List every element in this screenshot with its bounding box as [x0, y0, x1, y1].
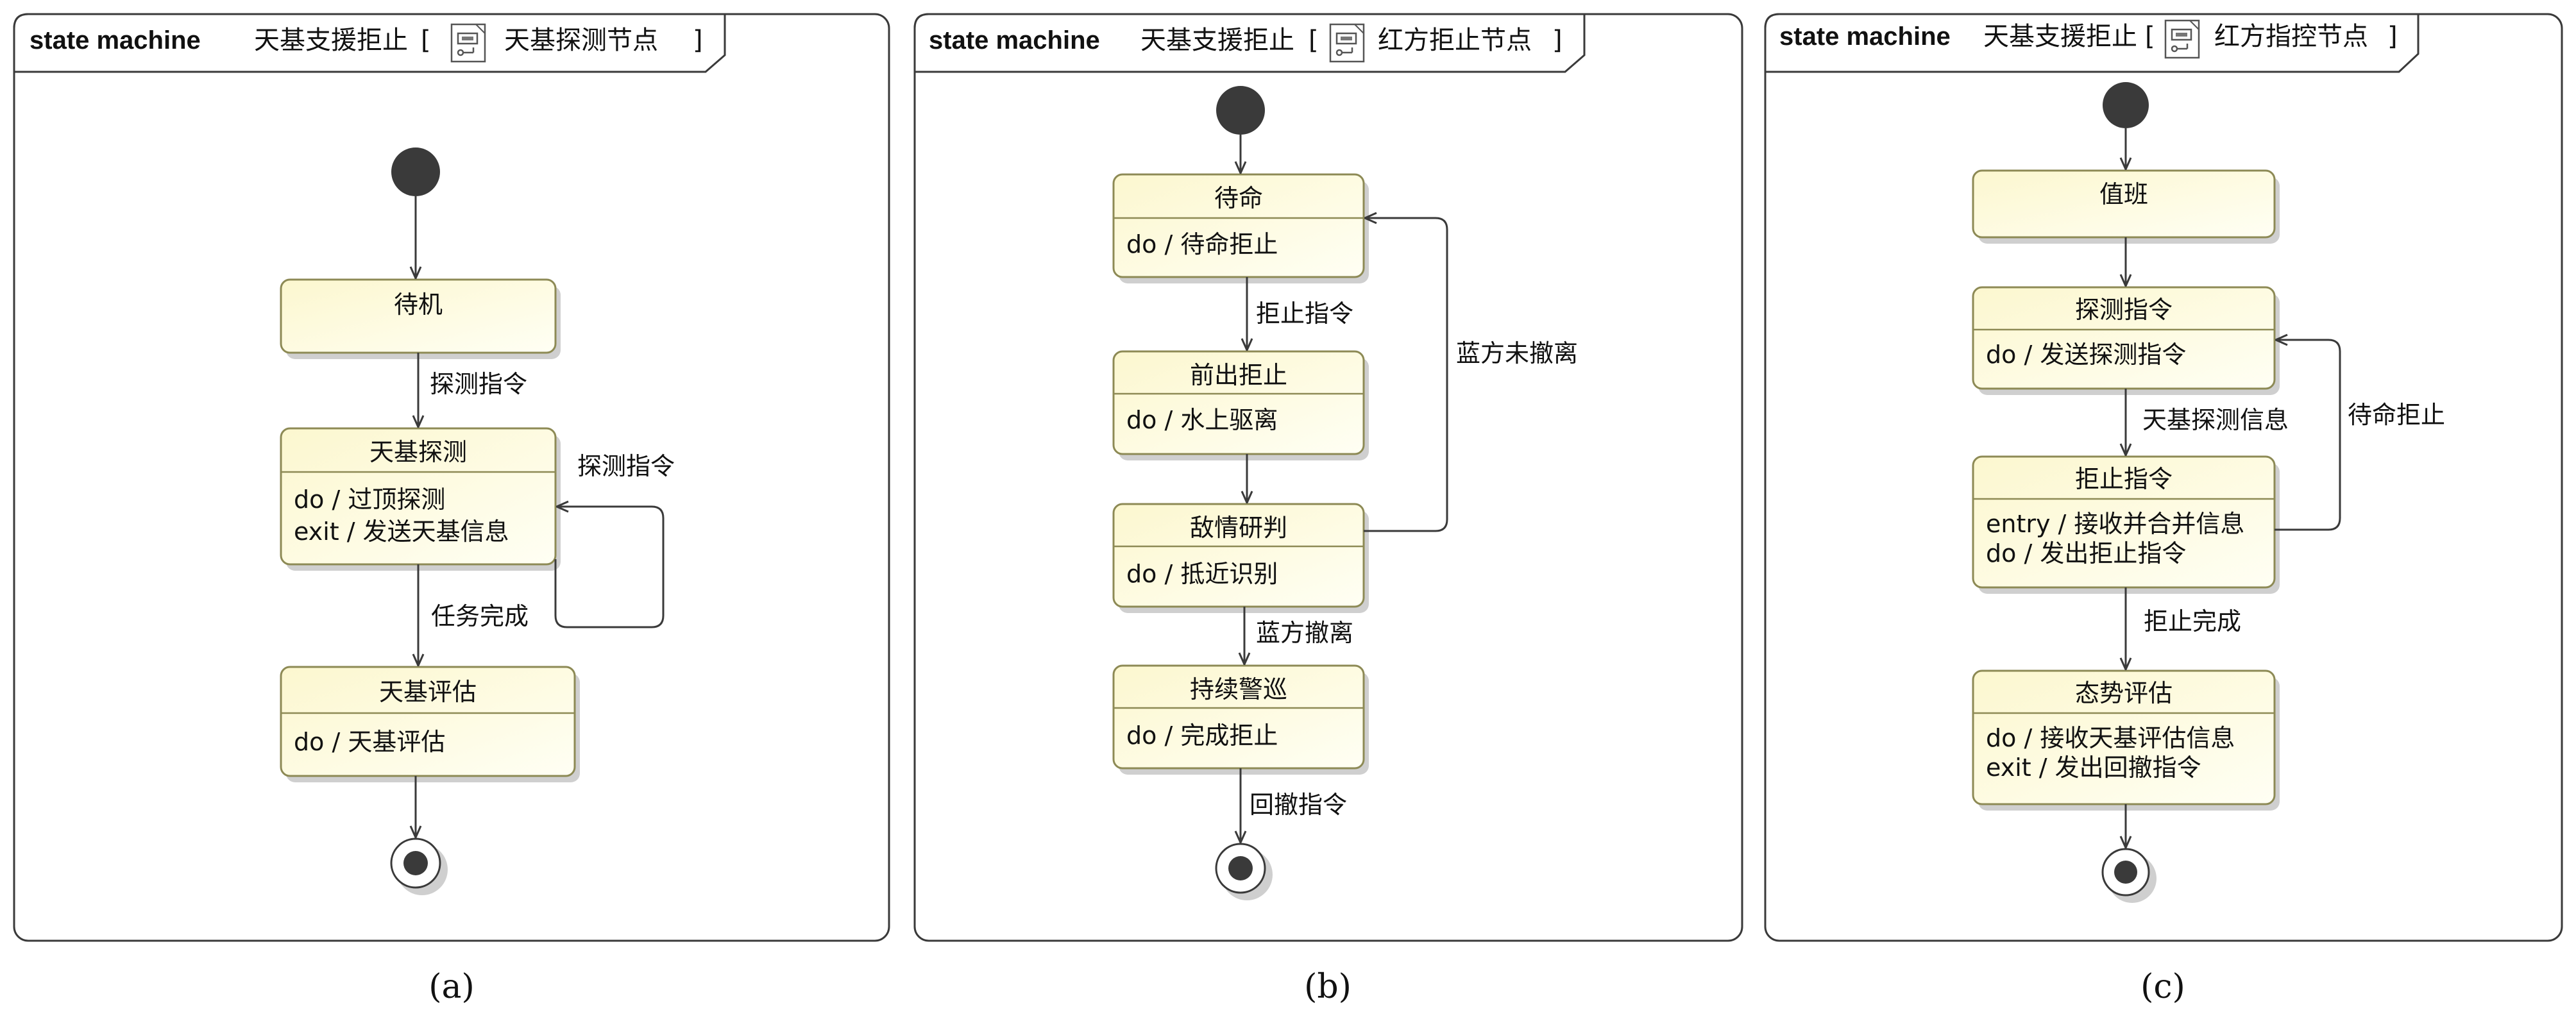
state-action: exit / 发出回撤指令 [1986, 753, 2201, 782]
state-action: do / 完成拒止 [1126, 721, 1278, 750]
caption-b: (b) [1304, 968, 1352, 1006]
state-action: do / 待命拒止 [1126, 230, 1278, 258]
state-name: 持续警巡 [1190, 675, 1287, 703]
transition-label: 待命拒止 [2348, 401, 2445, 429]
transition-label: 天基探测信息 [2142, 406, 2289, 434]
state-name: 探测指令 [2075, 296, 2173, 324]
state-b-s1 [1112, 173, 1365, 278]
state-c-s2 [1972, 286, 2276, 390]
state-name: 天基评估 [379, 678, 477, 706]
transition-label: 回撤指令 [1250, 791, 1347, 819]
header-keyword-c: state machine [1779, 22, 1951, 51]
state-name: 值班 [2099, 180, 2148, 208]
state-name: 待命 [1214, 184, 1263, 212]
header-node-c: 红方指控节点 [2214, 22, 2368, 51]
transition-b-t4 [1364, 218, 1448, 532]
state-action: do / 发出拒止指令 [1986, 539, 2186, 568]
frame-tab-b [913, 13, 1586, 73]
panel-a: state machine 天基支援拒止 [ 天基探测节点 ] 待机 天基探测 … [13, 13, 890, 1006]
transition-label: 探测指令 [577, 452, 675, 480]
transition-label: 蓝方撤离 [1256, 619, 1353, 647]
header-keyword-b: state machine [929, 26, 1100, 55]
state-name: 待机 [394, 290, 443, 319]
state-c-s3 [1972, 455, 2276, 589]
header-keyword-a: state machine [30, 26, 201, 55]
initial-node-b [1216, 86, 1265, 135]
node-icon-b [1329, 23, 1365, 63]
panel-c: state machine 天基支援拒止 [ 红方指控节点 ] 值班 探测指令 … [1764, 13, 2563, 1006]
initial-node-c [2103, 82, 2149, 128]
state-action: do / 天基评估 [294, 728, 445, 756]
state-name: 天基探测 [369, 438, 467, 466]
transition-a-t3 [554, 507, 665, 628]
transition-label: 探测指令 [430, 370, 527, 398]
node-icon-a [450, 23, 486, 63]
transition-label: 蓝方未撤离 [1456, 339, 1578, 367]
header-node-a: 天基探测节点 [504, 26, 658, 55]
header-open-c: [ [2145, 22, 2155, 51]
state-action: do / 抵近识别 [1126, 560, 1278, 588]
state-action: do / 接收天基评估信息 [1986, 724, 2235, 752]
state-name: 前出拒止 [1190, 361, 1287, 389]
state-name: 拒止指令 [2075, 465, 2173, 493]
header-open-b: [ [1309, 26, 1319, 55]
state-action: exit / 发送天基信息 [294, 518, 509, 546]
state-c-s1 [1972, 169, 2276, 239]
header-close-c: ] [2387, 22, 2398, 51]
frame-tab-c [1764, 13, 2419, 73]
state-action: entry / 接收并合并信息 [1986, 510, 2244, 538]
state-name: 敌情研判 [1190, 514, 1287, 542]
state-b-s4 [1112, 664, 1365, 770]
panel-b: state machine 天基支援拒止 [ 红方拒止节点 ] 待命 do / … [913, 13, 1743, 1006]
header-name-c: 天基支援拒止 [1983, 22, 2137, 51]
transition-c-t4 [2275, 340, 2341, 531]
state-action: do / 过顶探测 [294, 485, 445, 514]
caption-a: (a) [428, 968, 475, 1006]
state-name: 态势评估 [2075, 679, 2173, 707]
state-b-s3 [1112, 503, 1365, 608]
caption-c: (c) [2140, 968, 2185, 1006]
header-name-b: 天基支援拒止 [1140, 26, 1294, 55]
transition-label: 任务完成 [431, 602, 529, 630]
header-close-b: ] [1552, 26, 1563, 55]
state-c-s4 [1972, 669, 2276, 805]
header-close-a: ] [693, 26, 703, 55]
initial-node-a [391, 147, 440, 196]
state-action: do / 水上驱离 [1126, 406, 1278, 434]
header-node-b: 红方拒止节点 [1378, 26, 1532, 55]
frame-tab-a [13, 13, 726, 73]
state-b-s2 [1112, 350, 1365, 455]
header-open-a: [ [421, 26, 431, 55]
node-icon-c [2164, 19, 2200, 59]
transition-label: 拒止指令 [1256, 299, 1353, 328]
state-action: do / 发送探测指令 [1986, 341, 2186, 369]
header-name-a: 天基支援拒止 [254, 26, 408, 55]
transition-label: 拒止完成 [2144, 607, 2241, 635]
state-a-s3 [280, 666, 576, 777]
